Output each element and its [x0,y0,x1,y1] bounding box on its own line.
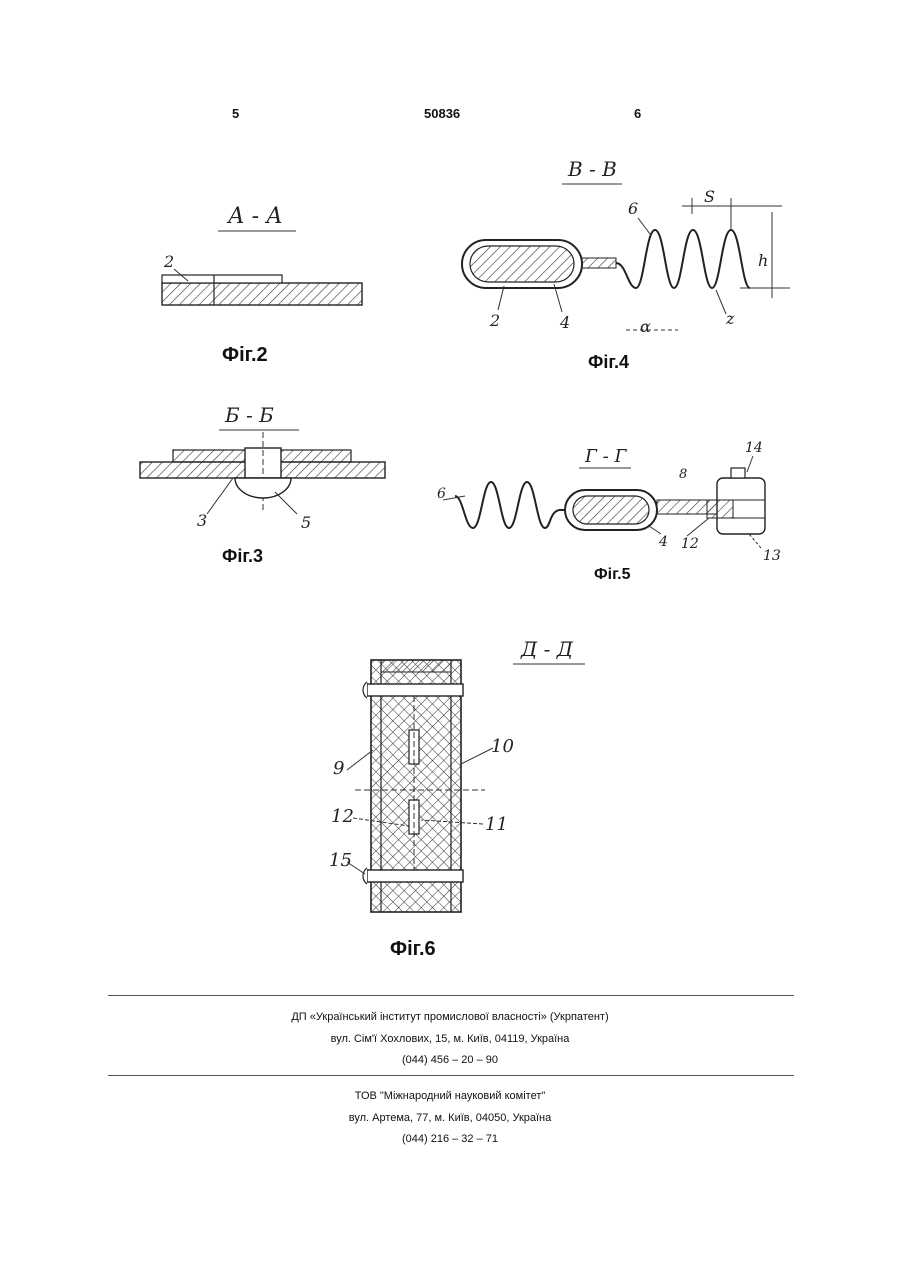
patent-number: 50836 [424,106,460,121]
fig2-label-2: 2 [163,252,174,271]
fig6-label-12: 12 [331,806,354,827]
fig5-label-13: 13 [763,548,781,564]
fig3-label-5: 5 [301,513,311,532]
fig4-caption: Фіг.4 [588,352,629,373]
fig6-section-label: Д - Д [520,637,574,661]
fig6-label-10: 10 [491,736,514,757]
fig5-label-8: 8 [679,467,687,482]
footer-divider-top [108,995,794,996]
org1-phone: (044) 456 – 20 – 90 [0,1054,900,1066]
fig5-caption: Фіг.5 [594,566,631,584]
org2-name: ТОВ "Міжнародний науковий комітет" [0,1090,900,1102]
fig3-label-3: 3 [197,511,207,530]
figure-5-drawing: Г - Г 6 8 14 4 12 13 [435,438,785,573]
fig6-label-9: 9 [333,758,344,779]
fig6-label-15: 15 [329,850,352,871]
fig5-section-label: Г - Г [584,446,627,467]
fig4-label-h: h [758,251,768,270]
fig6-label-11: 11 [485,814,508,835]
figure-2-drawing: А - А 2 [140,195,380,335]
org1-name: ДП «Український інститут промислової вла… [0,1011,900,1023]
org2-address: вул. Артема, 77, м. Київ, 04050, Україна [0,1112,900,1124]
fig4-label-alpha: α [640,317,651,336]
fig2-section-label: А - А [226,204,283,229]
fig3-caption: Фіг.3 [222,546,263,567]
footer-divider-middle [108,1075,794,1076]
fig4-section-label: В - В [567,157,617,181]
figure-4-drawing: В - В S h 6 2 4 α z [450,148,795,358]
fig5-label-4: 4 [658,534,668,550]
fig4-label-2: 2 [489,311,500,330]
fig4-label-4: 4 [559,313,570,332]
fig3-section-label: Б - Б [224,403,274,427]
fig5-label-12: 12 [681,536,699,552]
figure-6-drawing: Д - Д 9 10 12 11 15 [325,630,595,920]
org2-phone: (044) 216 – 32 – 71 [0,1133,900,1145]
fig4-label-z: z [725,309,735,328]
figure-3-drawing: Б - Б 3 5 [135,400,395,545]
fig2-caption: Фіг.2 [222,344,268,367]
fig6-caption: Фіг.6 [390,938,436,961]
fig4-label-6: 6 [628,199,638,218]
fig4-label-s: S [704,187,715,206]
org1-address: вул. Сім'ї Хохлових, 15, м. Київ, 04119,… [0,1033,900,1045]
page-number-left: 5 [232,106,239,121]
page-number-right: 6 [634,106,641,121]
fig5-label-14: 14 [745,440,763,456]
